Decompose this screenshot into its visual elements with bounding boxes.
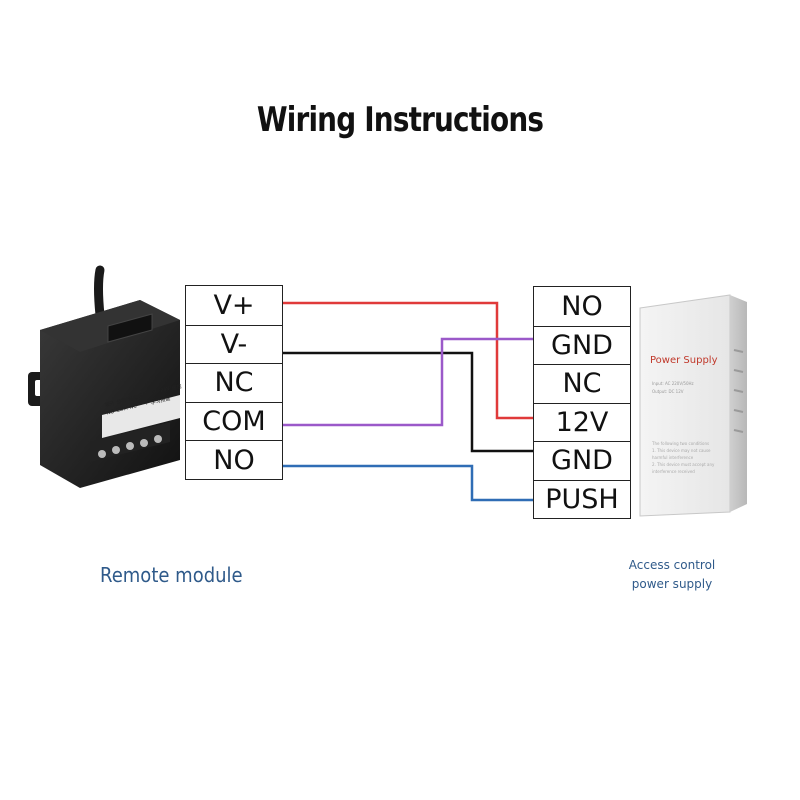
power-supply-box-title: Power Supply bbox=[650, 355, 718, 366]
wire-com-gnd bbox=[282, 337, 534, 427]
wire-vplus-12v bbox=[282, 301, 534, 420]
terminal-gnd: GND bbox=[534, 441, 630, 480]
page-title: Wiring Instructions bbox=[256, 100, 544, 140]
terminal-nc: NC bbox=[534, 364, 630, 403]
power-supply-caption: Access control power supply bbox=[628, 558, 716, 591]
terminal-push: PUSH bbox=[534, 479, 630, 519]
remote-module-caption: Remote module bbox=[100, 563, 243, 587]
wire-vminus-gnd bbox=[282, 351, 534, 453]
terminal-nc: NC bbox=[186, 363, 282, 402]
terminal-12v: 12V bbox=[534, 402, 630, 442]
remote-terminal-table: V+ V- NC COM NO bbox=[185, 285, 283, 480]
power-supply-notes: The following two conditions 1. This dev… bbox=[652, 441, 715, 474]
power-supply-spec: Input: AC 220V/50Hz Output: DC 12V bbox=[652, 381, 694, 394]
terminal-no: NO bbox=[561, 290, 603, 322]
wire-no-push bbox=[282, 464, 534, 502]
terminal-no: NO bbox=[186, 440, 282, 479]
label-sticker bbox=[102, 395, 180, 438]
antenna bbox=[94, 265, 105, 320]
power-terminal-table: NO GND NC 12V GND PUSH bbox=[533, 286, 631, 519]
terminal-com: COM bbox=[186, 401, 282, 441]
terminal-vminus: V- bbox=[186, 324, 282, 364]
terminal-gnd: GND bbox=[534, 325, 630, 365]
led-window bbox=[107, 313, 153, 343]
remote-module-device bbox=[28, 265, 180, 488]
terminal-vplus: V+ bbox=[213, 289, 255, 321]
power-supply-box bbox=[639, 294, 747, 517]
